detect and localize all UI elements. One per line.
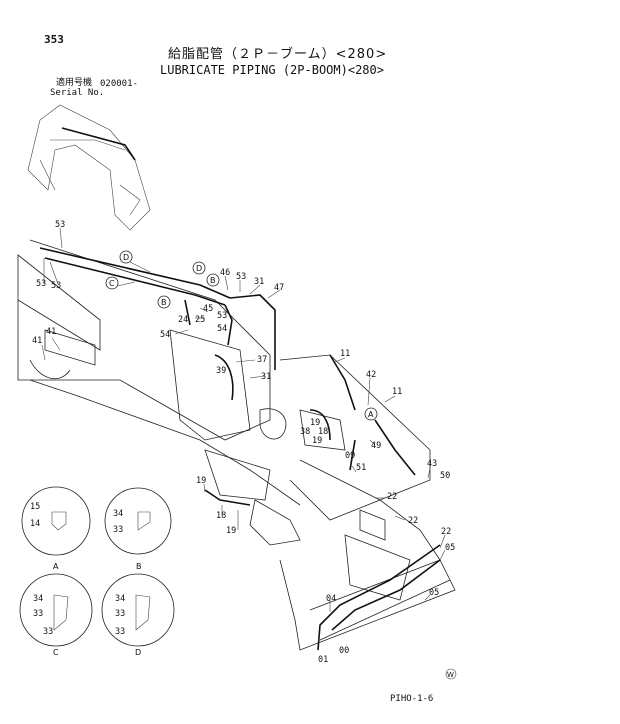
- view-marker-b-2: B: [157, 295, 171, 309]
- serial-value: 020001-: [100, 79, 138, 89]
- title-english: LUBRICATE PIPING (2P-BOOM)<280>: [160, 63, 384, 77]
- callout-51: 51: [356, 463, 366, 473]
- svg-text:B: B: [161, 298, 167, 307]
- callout-53-b: 53: [36, 279, 46, 289]
- svg-text:33: 33: [115, 609, 125, 619]
- callout-18-a: 18: [318, 427, 328, 437]
- page-number: 353: [44, 33, 64, 46]
- callout-05-a: 05: [445, 543, 455, 553]
- callout-19-b: 19: [312, 436, 322, 446]
- view-marker-b-1: B: [206, 273, 220, 287]
- svg-text:34: 34: [33, 594, 43, 604]
- callout-22-a: 22: [387, 492, 397, 502]
- svg-text:34: 34: [113, 509, 123, 519]
- machine-thumbnail: [27, 104, 151, 231]
- svg-text:B: B: [136, 562, 142, 571]
- callout-47: 47: [274, 283, 284, 293]
- callout-19-d: 19: [226, 526, 236, 536]
- callout-49: 49: [371, 441, 381, 451]
- callout-01: 01: [318, 655, 328, 665]
- title-japanese: 給脂配管（２Ｐ－ブーム）<280>: [168, 47, 388, 62]
- svg-text:B: B: [210, 276, 216, 285]
- callout-25: 25: [195, 315, 205, 325]
- callout-22-b: 22: [408, 516, 418, 526]
- lube-pipes: [39, 247, 441, 651]
- callout-24: 24: [178, 315, 188, 325]
- callout-18-b: 18: [216, 511, 226, 521]
- callout-53-d: 53: [236, 272, 246, 282]
- leader-lines: [41, 227, 446, 612]
- callout-05-b: 05: [429, 588, 439, 598]
- detail-view-a: 15 14 A: [21, 486, 91, 571]
- view-marker-c: C: [105, 276, 119, 290]
- svg-text:A: A: [53, 562, 59, 571]
- serial-label-english: Serial No.: [50, 88, 105, 98]
- svg-text:34: 34: [115, 594, 125, 604]
- svg-text:W: W: [447, 671, 454, 679]
- svg-text:D: D: [135, 648, 141, 657]
- svg-text:C: C: [53, 648, 59, 657]
- callout-45: 45: [203, 304, 213, 314]
- callout-46: 46: [220, 268, 230, 278]
- boom-structure: [17, 239, 456, 651]
- svg-text:33: 33: [43, 627, 53, 637]
- callout-09: 09: [345, 451, 355, 461]
- serial-label-japanese: 適用号機: [56, 78, 93, 88]
- callout-11-b: 11: [392, 387, 402, 397]
- callout-31-a: 31: [254, 277, 264, 287]
- callout-43: 43: [427, 459, 437, 469]
- callout-04: 04: [326, 594, 336, 604]
- callout-38: 38: [300, 427, 310, 437]
- detail-view-d: 34 33 33 D: [101, 573, 175, 657]
- detail-view-c: 34 33 33 C: [19, 573, 93, 657]
- callout-19-a: 19: [310, 418, 320, 428]
- callout-41-a: 41: [32, 336, 42, 346]
- callout-37: 37: [257, 355, 267, 365]
- svg-text:D: D: [196, 264, 202, 273]
- detail-view-b: 34 33 B: [104, 487, 172, 571]
- svg-text:33: 33: [115, 627, 125, 637]
- svg-text:C: C: [109, 279, 115, 288]
- callout-41-b: 41: [46, 327, 56, 337]
- view-marker-d-1: D: [119, 250, 133, 264]
- callout-19-c: 19: [196, 476, 206, 486]
- svg-text:33: 33: [33, 609, 43, 619]
- svg-text:33: 33: [113, 525, 123, 535]
- callout-00: 00: [339, 646, 349, 656]
- callout-54-b: 54: [160, 330, 170, 340]
- svg-text:14: 14: [30, 519, 40, 529]
- callout-53-c: 53: [51, 281, 61, 291]
- view-marker-a: A: [364, 407, 378, 421]
- callout-54-a: 54: [217, 324, 227, 334]
- callout-31-b: 31: [261, 372, 271, 382]
- svg-text:A: A: [368, 410, 374, 419]
- callout-labels: 53 53 53 41 41 46 53 31 47 45 24 25 53 5…: [32, 220, 455, 665]
- callout-39: 39: [216, 366, 226, 376]
- svg-text:D: D: [123, 253, 129, 262]
- callout-53-e: 53: [217, 311, 227, 321]
- callout-22-c: 22: [441, 527, 451, 537]
- view-marker-d-2: D: [192, 261, 206, 275]
- callout-42: 42: [366, 370, 376, 380]
- callout-50: 50: [440, 471, 450, 481]
- w-mark: W: [445, 668, 457, 680]
- callout-11-a: 11: [340, 349, 350, 359]
- svg-text:15: 15: [30, 502, 40, 512]
- drawing-code: PIHO-1-6: [390, 694, 434, 704]
- callout-53-a: 53: [55, 220, 65, 230]
